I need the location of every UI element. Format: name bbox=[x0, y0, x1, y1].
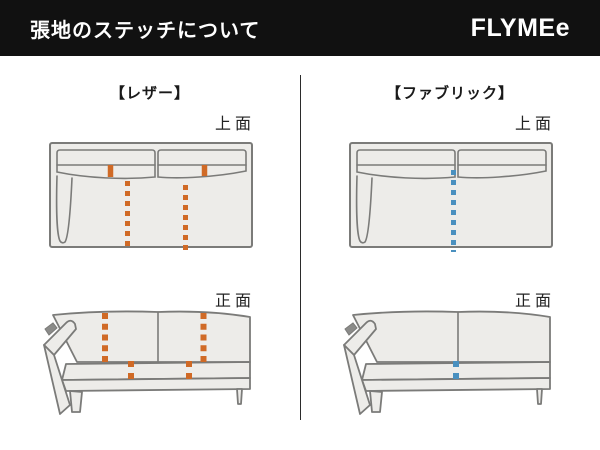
leather-label: 【レザー】 bbox=[109, 85, 190, 102]
leather-top-view-diagram bbox=[49, 142, 253, 250]
leather-topview-label: 上面 bbox=[214, 116, 255, 133]
fabric-frontview-label: 正面 bbox=[514, 293, 555, 310]
brand-logo: FLYMEe bbox=[470, 13, 570, 42]
fabric-front-view-diagram bbox=[343, 310, 551, 415]
column-divider bbox=[300, 75, 301, 420]
fabric-top-view-diagram bbox=[349, 142, 553, 252]
leather-front-view-diagram bbox=[43, 310, 251, 415]
page-title: 張地のステッチについて bbox=[30, 19, 261, 42]
fabric-label: 【ファブリック】 bbox=[385, 85, 514, 102]
leather-frontview-label: 正面 bbox=[214, 293, 255, 310]
fabric-column: 【ファブリック】 上面 正面 bbox=[300, 56, 600, 450]
fabric-topview-label: 上面 bbox=[514, 116, 555, 133]
header-bar: 張地のステッチについて FLYMEe bbox=[0, 0, 600, 56]
leather-column: 【レザー】 上面 正面 bbox=[0, 56, 300, 450]
